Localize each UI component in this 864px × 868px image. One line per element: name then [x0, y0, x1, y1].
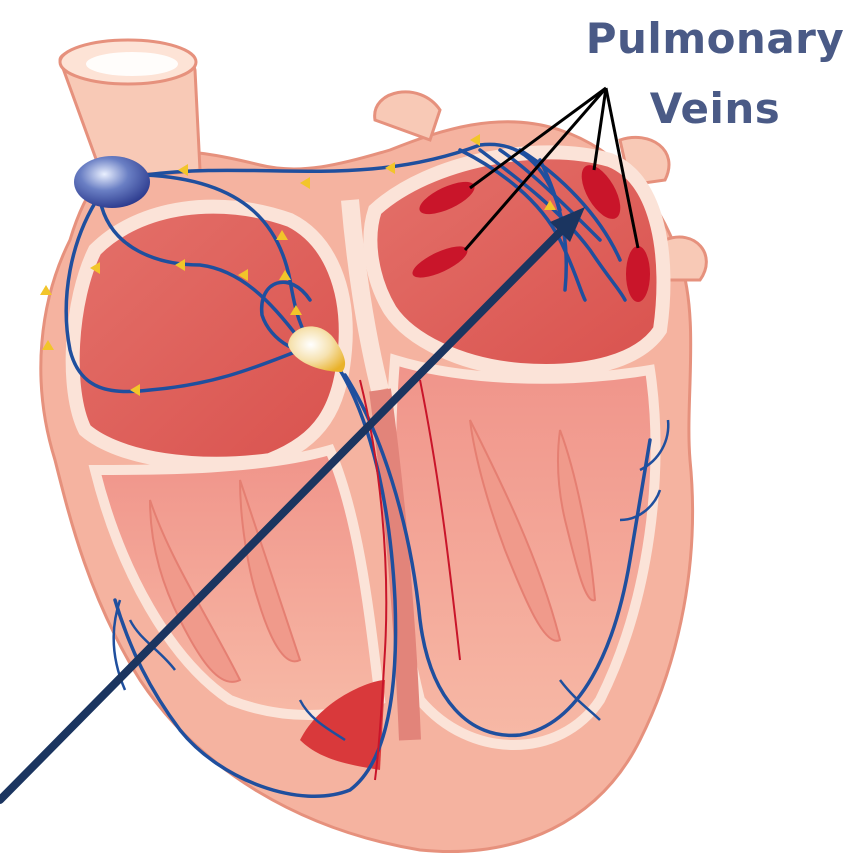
pulmonary-veins-label-line-1: Pulmonary — [570, 18, 860, 60]
vein-stub-right-2 — [665, 237, 706, 280]
sa-node — [74, 156, 150, 208]
pulmonary-veins-label-line-2: Veins — [570, 88, 860, 130]
vein-opening-4 — [626, 246, 650, 302]
vein-stub-top — [375, 92, 440, 140]
